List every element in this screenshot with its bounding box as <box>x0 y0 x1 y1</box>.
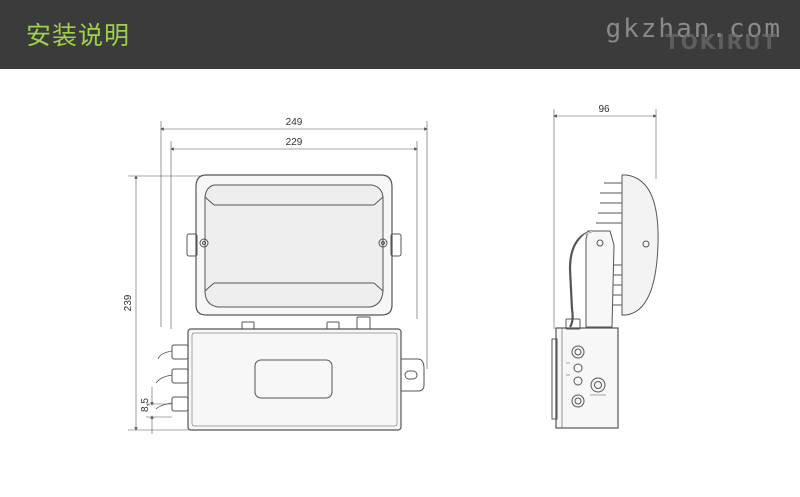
connector-1 <box>571 345 585 359</box>
reflector <box>204 184 384 308</box>
dimension-lens-width <box>170 141 418 329</box>
watermark-text: gkzhan.com <box>605 14 782 44</box>
label-overall-width: 249 <box>286 117 303 128</box>
bracket-right <box>390 233 402 257</box>
cable-gland-2 <box>171 368 189 384</box>
driver-box <box>187 328 402 431</box>
mount-tab <box>401 358 425 392</box>
bracket-left <box>186 233 198 257</box>
label-lens-width: 229 <box>286 137 303 148</box>
side-cable <box>568 229 593 328</box>
label-overall-height: 239 <box>123 294 134 311</box>
dimension-side-depth <box>553 109 657 329</box>
cable-gland-1 <box>171 344 189 360</box>
dimension-overall-height <box>128 175 200 431</box>
header-bar: 安装说明 gkzhan.com TOKIRUT <box>0 0 800 69</box>
drawing-canvas: 249 229 239 8,5 96 <box>123 104 659 434</box>
cable-gland-3 <box>171 396 189 412</box>
label-side-depth: 96 <box>598 104 610 115</box>
side-lens <box>621 174 659 316</box>
installation-drawing: 249 229 239 8,5 96 <box>0 69 800 493</box>
side-bracket <box>585 230 615 328</box>
label-bottom-offset: 8,5 <box>140 398 151 412</box>
dimension-overall-width <box>160 121 428 369</box>
page-title: 安装说明 <box>26 21 131 50</box>
label-window <box>254 359 333 399</box>
watermark-brand: TOKIRUT <box>665 30 778 54</box>
connector-2 <box>590 377 606 393</box>
side-driver-box <box>555 327 619 429</box>
front-view <box>128 121 428 434</box>
side-view <box>551 109 659 429</box>
connector-3 <box>571 394 585 408</box>
